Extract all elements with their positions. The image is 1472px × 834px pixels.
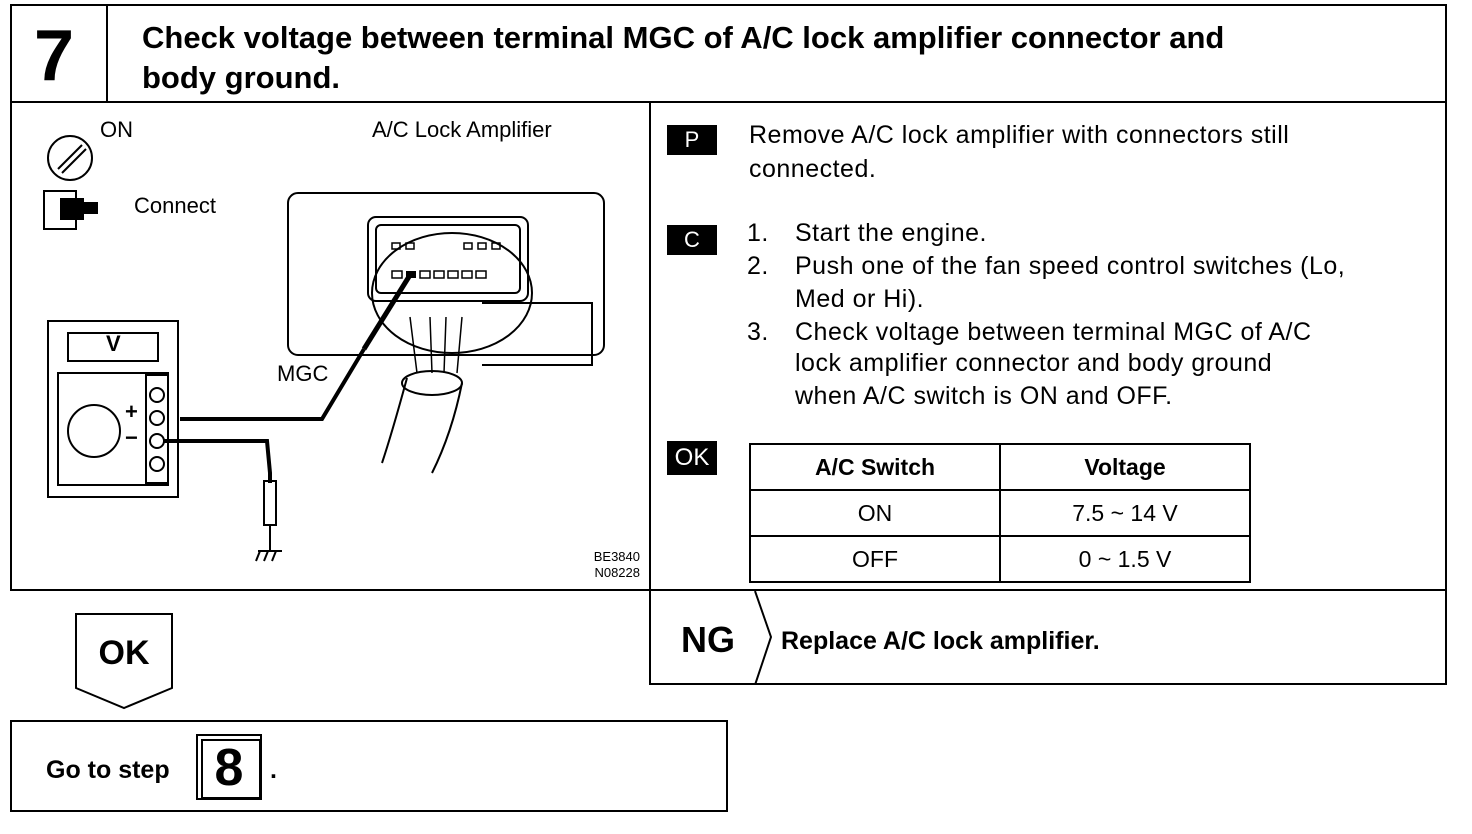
table-cell: 7.5 ~ 14 V bbox=[999, 489, 1251, 537]
diagram-box: ON Connect A/C Lock Amplifier MGC V + − … bbox=[10, 101, 651, 591]
ignition-label: ON bbox=[100, 117, 133, 142]
table-header: A/C Switch bbox=[749, 443, 1001, 491]
goto-suffix: . bbox=[270, 756, 277, 784]
figure-code-2: N08228 bbox=[594, 565, 640, 580]
goto-step-box[interactable]: 8 bbox=[196, 734, 262, 800]
check-step-2-num: 2. bbox=[747, 252, 769, 280]
terminal-label: MGC bbox=[277, 361, 329, 386]
meter-unit-label: V bbox=[106, 331, 121, 356]
check-step-3-num: 3. bbox=[747, 318, 769, 346]
goto-step-inner-frame bbox=[201, 739, 261, 799]
wire-harness bbox=[381, 316, 463, 474]
ground-lead bbox=[164, 439, 277, 551]
table-cell: 0 ~ 1.5 V bbox=[999, 535, 1251, 583]
ignition-key-icon bbox=[47, 135, 93, 181]
ng-label: NG bbox=[681, 619, 735, 660]
check-step-1-num: 1. bbox=[747, 219, 769, 247]
check-step-3-line2: lock amplifier connector and body ground bbox=[795, 349, 1273, 377]
table-row: OFF 0 ~ 1.5 V bbox=[749, 535, 1251, 583]
connector-icon bbox=[43, 190, 98, 230]
prep-text-line2: connected. bbox=[749, 155, 877, 183]
figure-code-1: BE3840 bbox=[593, 549, 640, 564]
table-header-row: A/C Switch Voltage bbox=[749, 443, 1251, 491]
check-step-1-line1: Start the engine. bbox=[795, 219, 987, 247]
step-title-line2: body ground. bbox=[142, 60, 341, 95]
table-row: ON 7.5 ~ 14 V bbox=[749, 489, 1251, 537]
prep-text-line1: Remove A/C lock amplifier with connector… bbox=[749, 121, 1290, 149]
ok-branch-label: OK bbox=[98, 634, 150, 672]
goto-step-number[interactable]: 8 bbox=[214, 739, 244, 797]
goto-prefix: Go to step bbox=[46, 756, 170, 784]
header-divider bbox=[106, 6, 108, 101]
check-step-3-line1: Check voltage between terminal MGC of A/… bbox=[795, 318, 1312, 346]
meter-plus-label: + bbox=[125, 399, 138, 424]
step-header: 7 Check voltage between terminal MGC of … bbox=[10, 4, 1447, 103]
wiring-diagram bbox=[43, 135, 605, 562]
check-step-2-line2: Med or Hi). bbox=[795, 285, 925, 313]
meter-minus-label: − bbox=[125, 425, 138, 450]
table-cell: OFF bbox=[749, 535, 1001, 583]
ng-box: NG Replace A/C lock amplifier. bbox=[649, 589, 1447, 685]
test-probe bbox=[180, 273, 413, 421]
connector-state-label: Connect bbox=[134, 193, 216, 218]
check-tag: C bbox=[667, 225, 717, 255]
amplifier-housing bbox=[287, 192, 605, 356]
table-header: Voltage bbox=[999, 443, 1251, 491]
ground-symbol-icon bbox=[255, 550, 282, 562]
ng-action: Replace A/C lock amplifier. bbox=[781, 627, 1100, 655]
check-step-2-line1: Push one of the fan speed control switch… bbox=[795, 252, 1346, 280]
prep-tag: P bbox=[667, 125, 717, 155]
instruction-panel: P Remove A/C lock amplifier with connect… bbox=[649, 101, 1447, 591]
amplifier-connector bbox=[367, 216, 593, 366]
step-title-line1: Check voltage between terminal MGC of A/… bbox=[142, 20, 1225, 55]
voltage-table: A/C Switch Voltage ON 7.5 ~ 14 V OFF 0 ~… bbox=[749, 443, 1251, 583]
table-cell: ON bbox=[749, 489, 1001, 537]
ok-tag: OK bbox=[667, 441, 717, 475]
goto-box: Go to step 8 . bbox=[10, 720, 728, 812]
step-number: 7 bbox=[34, 16, 75, 96]
ng-chevron bbox=[754, 591, 773, 685]
check-step-3-line3: when A/C switch is ON and OFF. bbox=[795, 382, 1173, 410]
component-label: A/C Lock Amplifier bbox=[372, 117, 552, 142]
voltmeter bbox=[47, 320, 179, 498]
ok-arrow bbox=[75, 613, 173, 710]
